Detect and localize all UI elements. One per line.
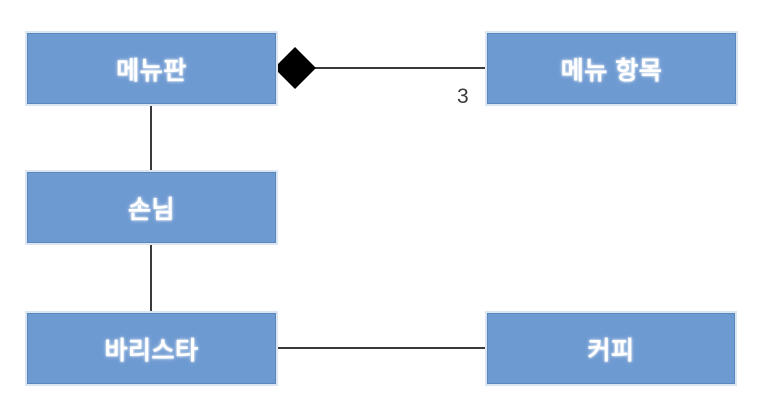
class-box-menu-board[interactable]: 메뉴판	[25, 31, 278, 106]
composition-diamond-icon	[273, 46, 317, 90]
class-box-barista[interactable]: 바리스타	[25, 311, 278, 386]
connector-barista-to-coffee[interactable]	[275, 347, 488, 349]
class-box-menu-item[interactable]: 메뉴 항목	[485, 31, 738, 106]
multiplicity-label-menu-item: 3	[457, 85, 469, 108]
class-box-coffee[interactable]: 커피	[485, 311, 737, 386]
connector-menu-board-to-customer[interactable]	[150, 103, 152, 173]
connector-customer-to-barista[interactable]	[150, 242, 152, 314]
class-box-customer[interactable]: 손님	[25, 170, 278, 245]
connector-menu-board-to-menu-item[interactable]	[312, 67, 488, 69]
